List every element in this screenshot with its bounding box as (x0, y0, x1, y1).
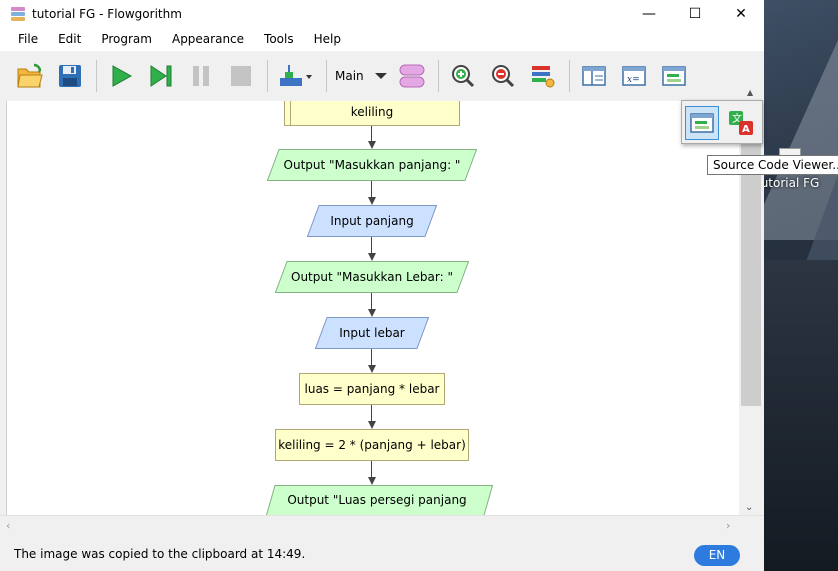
stop-button[interactable] (225, 60, 257, 92)
tooltip: Source Code Viewer... (707, 155, 838, 175)
layout-icon (531, 66, 555, 88)
translate-icon: 文 A (729, 111, 753, 135)
save-icon (59, 65, 81, 87)
scrollbar-thumb[interactable] (741, 106, 761, 406)
flowchart-shape-text: Output "Masukkan Lebar: " (291, 270, 453, 284)
variable-watch-button[interactable]: x= (618, 60, 650, 92)
scroll-right-icon[interactable]: › (726, 519, 731, 532)
flowchart-shape-text: keliling (350, 104, 394, 119)
menu-program[interactable]: Program (101, 32, 152, 46)
status-bar: The image was copied to the clipboard at… (0, 537, 764, 571)
variable-watch-icon: x= (621, 66, 646, 86)
flowchart-process-shape[interactable]: keliling = 2 * (panjang + lebar) (275, 429, 469, 461)
zoom-in-icon (451, 65, 474, 88)
close-button[interactable]: ✕ (735, 5, 747, 22)
window-layout-button[interactable] (578, 60, 610, 92)
title-bar[interactable]: tutorial FG - Flowgorithm — ☐ ✕ (0, 0, 764, 27)
source-code-icon (661, 66, 686, 86)
svg-text:文: 文 (732, 112, 742, 125)
scroll-left-icon[interactable]: ‹ (6, 519, 11, 532)
flowchart-output-shape[interactable]: Output "Masukkan panjang: " (267, 149, 477, 181)
function-button[interactable] (396, 60, 428, 92)
minimize-button[interactable]: — (642, 5, 656, 22)
window-layout-icon (581, 66, 606, 86)
menu-edit[interactable]: Edit (58, 32, 82, 46)
function-selector-value: Main (335, 69, 364, 83)
vertical-scrollbar[interactable]: ▲ ⌄ (739, 84, 763, 515)
layout-button[interactable] (527, 60, 559, 92)
translate-button[interactable]: 文 A (724, 106, 758, 140)
toolbar-separator (267, 60, 268, 92)
flowchart-output-shape[interactable]: Output "Masukkan Lebar: " (275, 261, 469, 293)
open-folder-icon (17, 63, 43, 88)
speed-icon (280, 65, 312, 86)
source-code-viewer-button[interactable] (685, 106, 719, 140)
toolbar: Main (0, 51, 764, 101)
flowchart-shape-text: Input lebar (339, 326, 405, 340)
mountain-decor (758, 260, 838, 571)
flowchart-process-shape[interactable]: keliling (284, 101, 460, 126)
app-window: tutorial FG - Flowgorithm — ☐ ✕ File Edi… (0, 0, 764, 571)
toolbar-separator (326, 60, 327, 92)
open-button[interactable] (14, 60, 46, 92)
flowchart-shape-text: keliling = 2 * (panjang + lebar) (278, 438, 466, 452)
flowgorithm-app-icon (10, 6, 26, 22)
flowchart-shape-text: luas = panjang * lebar (304, 382, 440, 396)
run-icon (112, 65, 133, 87)
function-icon (399, 64, 425, 88)
flowchart-shape-text: Output "Masukkan panjang: " (283, 158, 461, 172)
desktop-file-label: utorial FG (760, 176, 820, 190)
flowchart-input-shape[interactable]: Input panjang (307, 205, 437, 237)
menu-help[interactable]: Help (313, 32, 341, 46)
flowchart-canvas[interactable]: keliling Output "Masukkan panjang: " Inp… (6, 101, 739, 515)
menu-bar: File Edit Program Appearance Tools Help (0, 27, 764, 51)
run-button[interactable] (105, 60, 137, 92)
source-code-button[interactable] (658, 60, 690, 92)
function-selector[interactable]: Main (335, 69, 388, 83)
svg-text:x=: x= (627, 75, 640, 85)
horizontal-scrollbar[interactable]: ‹ › (0, 515, 764, 537)
viewer-popup: 文 A (681, 100, 763, 144)
zoom-out-icon (491, 65, 514, 88)
pause-button[interactable] (185, 60, 217, 92)
maximize-button[interactable]: ☐ (688, 5, 702, 22)
flowchart-output-shape[interactable]: Output "Luas persegi panjang (261, 485, 493, 515)
toolbar-separator (96, 60, 97, 92)
flowchart-shape-text: Input panjang (330, 214, 414, 228)
flowchart-input-shape[interactable]: Input lebar (315, 317, 429, 349)
pause-icon (193, 66, 209, 86)
zoom-out-button[interactable] (487, 60, 519, 92)
step-button[interactable] (145, 60, 177, 92)
scroll-down-icon[interactable]: ⌄ (745, 502, 754, 513)
window-title: tutorial FG - Flowgorithm (32, 6, 182, 21)
status-message: The image was copied to the clipboard at… (14, 547, 306, 561)
toolbar-separator (568, 60, 570, 92)
source-code-icon (690, 113, 714, 133)
zoom-in-button[interactable] (447, 60, 479, 92)
toolbar-separator (437, 60, 439, 92)
chevron-down-icon (374, 73, 387, 79)
menu-appearance[interactable]: Appearance (171, 32, 245, 46)
step-icon (150, 65, 172, 87)
menu-tools[interactable]: Tools (264, 32, 294, 46)
flowchart-process-shape[interactable]: luas = panjang * lebar (299, 373, 445, 405)
svg-text:A: A (742, 124, 750, 135)
speed-button[interactable] (276, 60, 316, 92)
flowchart-shape-text: Output "Luas persegi panjang (287, 493, 467, 507)
menu-file[interactable]: File (18, 32, 39, 46)
stop-icon (231, 66, 251, 86)
save-button[interactable] (54, 60, 86, 92)
language-button[interactable]: EN (694, 545, 740, 566)
scroll-up-icon[interactable]: ▲ (747, 88, 754, 97)
